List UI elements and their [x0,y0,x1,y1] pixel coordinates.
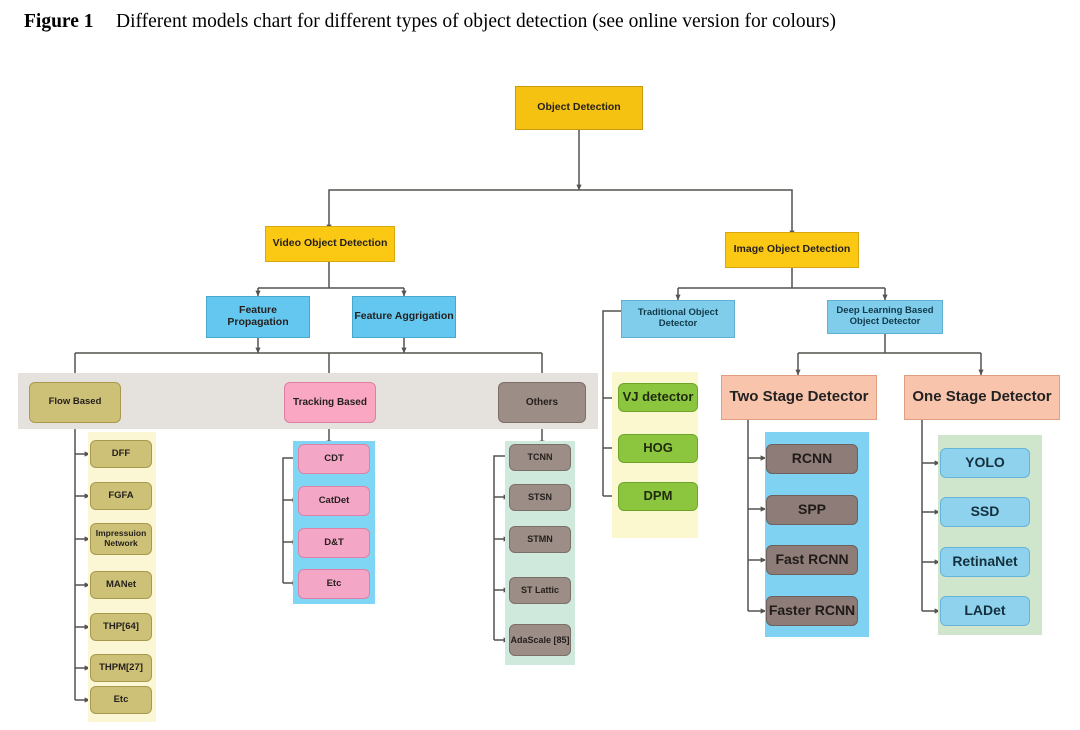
node-label: Image Object Detection [733,243,851,256]
node-label: STMN [527,534,553,545]
node-label: Deep Learning Based Object Detector [836,305,934,327]
node-label: Object Detection [537,101,621,114]
node-label: RCNN [791,450,833,467]
leaf-others-tcnn[interactable]: TCNN [509,444,571,471]
node-flow-based[interactable]: Flow Based [29,382,121,423]
node-label: CDT [324,452,344,464]
node-label: HOG [643,440,673,456]
node-label: MANet [105,578,137,590]
node-one-stage-detector[interactable]: One Stage Detector [904,375,1060,420]
node-object-detection[interactable]: Object Detection [515,86,643,130]
node-label: DFF [111,447,131,459]
leaf-others-st-lattic[interactable]: ST Lattic [509,577,571,604]
node-label: Etc [326,577,342,589]
node-label: D&T [324,536,344,548]
node-label: Video Object Detection [272,237,388,250]
leaf-flow-thp64[interactable]: THP[64] [90,613,152,641]
leaf-tracking-cdt[interactable]: CDT [298,444,370,474]
leaf-tracking-etc[interactable]: Etc [298,569,370,599]
node-label: Fast RCNN [775,551,849,568]
leaf-others-stsn[interactable]: STSN [509,484,571,511]
node-label: Tracking Based [293,396,367,408]
leaf-tracking-catdet[interactable]: CatDet [298,486,370,516]
node-feature-aggrigation[interactable]: Feature Aggrigation [352,296,456,338]
node-label: Impressuion Network [95,528,147,548]
object-detection-tree-diagram: Object Detection Video Object Detection … [0,72,1080,730]
node-label: TCNN [527,452,553,463]
leaf-one-stage-ssd[interactable]: SSD [940,497,1030,527]
leaf-flow-impressuion-network[interactable]: Impressuion Network [90,523,152,555]
node-label: YOLO [965,454,1005,471]
node-label: Others [525,396,559,408]
node-others[interactable]: Others [498,382,586,423]
leaf-flow-thpm27[interactable]: THPM[27] [90,654,152,682]
node-traditional-object-detector[interactable]: Traditional Object Detector [621,300,735,338]
node-label: One Stage Detector [912,388,1052,406]
leaf-flow-dff[interactable]: DFF [90,440,152,468]
leaf-tracking-dt[interactable]: D&T [298,528,370,558]
leaf-traditional-vj-detector[interactable]: VJ detector [618,383,698,412]
leaf-traditional-dpm[interactable]: DPM [618,482,698,511]
node-label: FGFA [108,489,134,501]
leaf-one-stage-yolo[interactable]: YOLO [940,448,1030,478]
node-label: LADet [964,602,1006,619]
leaf-others-adascale[interactable]: AdaScale [85] [509,624,571,656]
node-label: ST Lattic [520,585,559,596]
node-label: Traditional Object Detector [637,307,719,329]
node-label: CatDet [318,494,350,506]
leaf-flow-fgfa[interactable]: FGFA [90,482,152,510]
leaf-one-stage-retinanet[interactable]: RetinaNet [940,547,1030,577]
leaf-one-stage-ladet[interactable]: LADet [940,596,1030,626]
node-label: Flow Based [48,396,102,408]
leaf-flow-manet[interactable]: MANet [90,571,152,599]
node-label: VJ detector [622,389,694,405]
leaf-others-stmn[interactable]: STMN [509,526,571,553]
node-label: STSN [527,492,552,503]
node-label: Two Stage Detector [729,388,869,406]
node-label: DPM [643,488,673,504]
leaf-two-stage-rcnn[interactable]: RCNN [766,444,858,474]
leaf-flow-etc[interactable]: Etc [90,686,152,714]
node-label: SPP [797,501,826,518]
node-video-object-detection[interactable]: Video Object Detection [265,226,395,262]
node-label: Feature Propagation [227,304,289,328]
node-label: AdaScale [85] [510,634,570,645]
node-label: RetinaNet [952,553,1018,570]
leaf-traditional-hog[interactable]: HOG [618,434,698,463]
node-label: Faster RCNN [768,602,856,619]
leaf-two-stage-fast-rcnn[interactable]: Fast RCNN [766,545,858,575]
node-label: SSD [970,503,1000,520]
node-label: THPM[27] [99,661,143,673]
node-feature-propagation[interactable]: Feature Propagation [206,296,310,338]
leaf-two-stage-spp[interactable]: SPP [766,495,858,525]
figure-number: Figure 1 [24,11,94,32]
node-label: Feature Aggrigation [354,310,454,323]
figure-caption-text: Different models chart for different typ… [116,11,836,32]
figure-caption: Figure 1 Different models chart for diffe… [24,8,1060,35]
node-label: THP[64] [103,620,139,632]
node-label: Etc [113,693,129,705]
node-two-stage-detector[interactable]: Two Stage Detector [721,375,877,420]
node-image-object-detection[interactable]: Image Object Detection [725,232,859,268]
node-deep-learning-based-object-detector[interactable]: Deep Learning Based Object Detector [827,300,943,334]
leaf-two-stage-faster-rcnn[interactable]: Faster RCNN [766,596,858,626]
node-tracking-based[interactable]: Tracking Based [284,382,376,423]
